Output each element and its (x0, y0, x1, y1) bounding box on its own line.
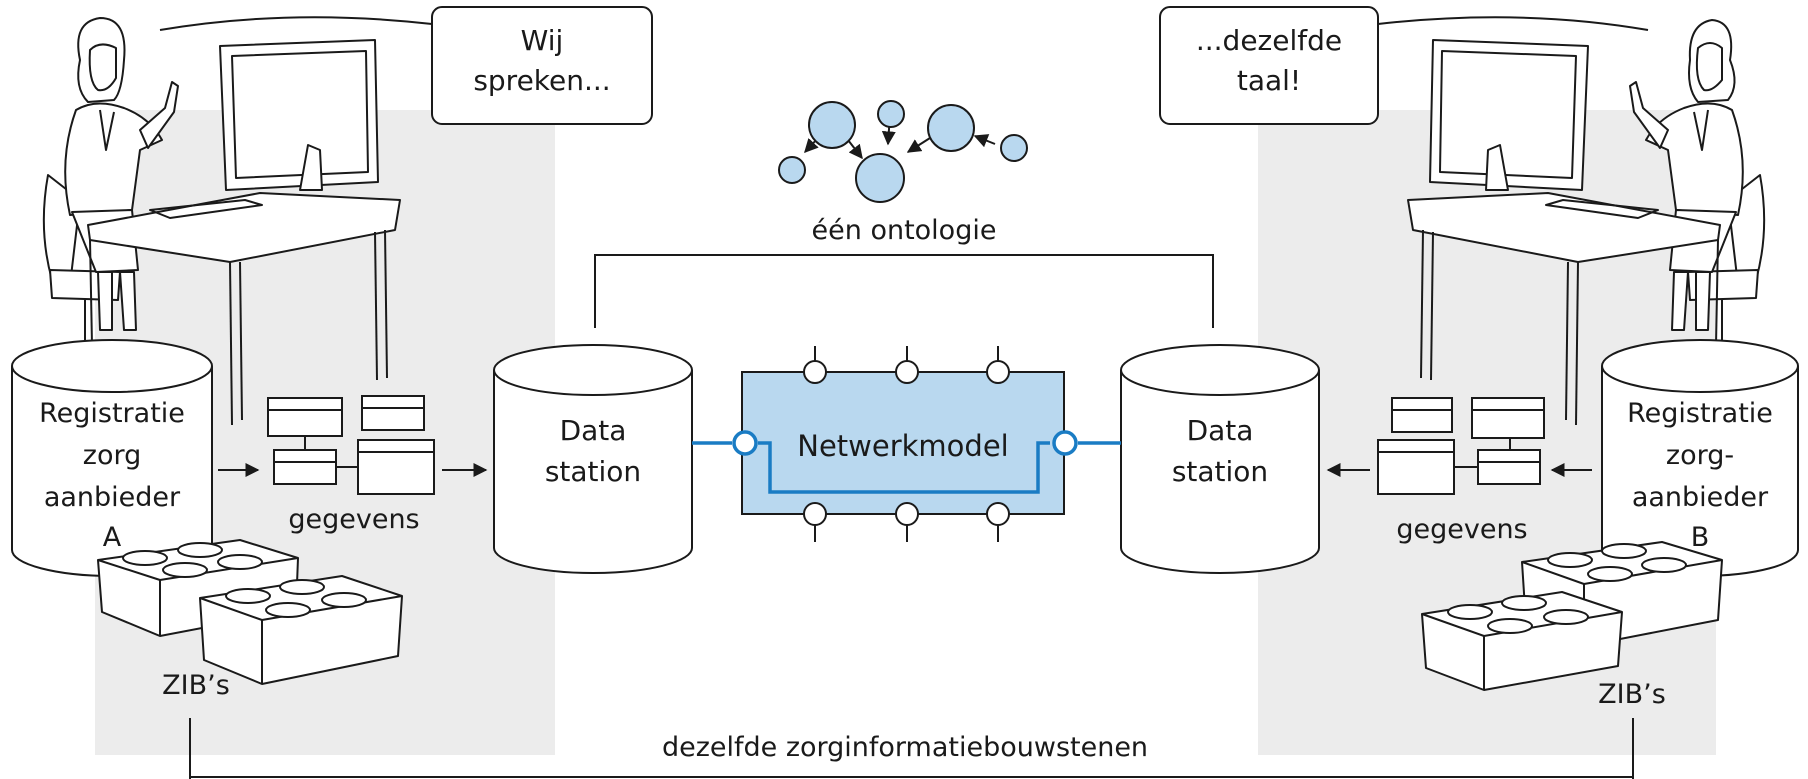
ontology-label: één ontologie (812, 215, 997, 246)
data-station-right (1120, 344, 1320, 574)
speech-bubble-left (431, 6, 653, 125)
registration-left-line1: Registratie (39, 398, 185, 429)
registration-left-line4: A (103, 522, 122, 553)
registration-right-line3: aanbieder (1632, 482, 1769, 513)
lego-brick-right-2 (1421, 591, 1623, 691)
ontology-graph-icon (778, 100, 1028, 203)
registration-right-line1: Registratie (1627, 398, 1773, 429)
registration-right-line2: zorg- (1666, 440, 1734, 471)
data-station-right-line2: station (1172, 455, 1268, 488)
registration-database-left (11, 339, 213, 577)
ontology-bracket (594, 254, 1214, 328)
zib-label-left: ZIB’s (162, 670, 230, 701)
data-forms-icon-left (267, 395, 435, 495)
network-bus (692, 441, 1121, 494)
bottom-label-backing (640, 722, 1170, 766)
zib-label-right: ZIB’s (1598, 679, 1666, 710)
bottom-bracket (189, 718, 1634, 779)
network-nodes (803, 360, 1010, 526)
registration-left-line3: aanbieder (44, 482, 181, 513)
speech-text-left-line2: spreken... (473, 64, 610, 97)
data-station-left-line2: station (545, 455, 641, 488)
speech-text-left-line1: Wij (521, 24, 564, 57)
registration-right-line4: B (1691, 522, 1710, 553)
speech-text-right-line1: ...dezelfde (1196, 24, 1342, 57)
desk-right (1407, 39, 1721, 426)
bottom-label: dezelfde zorginformatiebouwstenen (662, 732, 1148, 763)
network-ports (732, 430, 1078, 456)
data-station-left-line1: Data (560, 414, 627, 447)
data-label-right: gegevens (1396, 514, 1527, 545)
speech-tail-left (159, 16, 433, 31)
speech-tail-right (1377, 16, 1649, 31)
network-model-label: Netwerkmodel (797, 429, 1008, 463)
registration-left-line2: zorg (83, 440, 141, 471)
speech-bubble-right (1159, 6, 1379, 125)
data-station-right-line1: Data (1187, 414, 1254, 447)
data-forms-icon-right (1377, 397, 1545, 495)
data-station-left (493, 344, 693, 574)
speech-text-right-line2: taal! (1237, 64, 1301, 97)
registration-database-right (1601, 339, 1799, 577)
desk-left (87, 39, 401, 426)
lego-brick-left-2 (199, 575, 403, 685)
data-label-left: gegevens (288, 504, 419, 535)
